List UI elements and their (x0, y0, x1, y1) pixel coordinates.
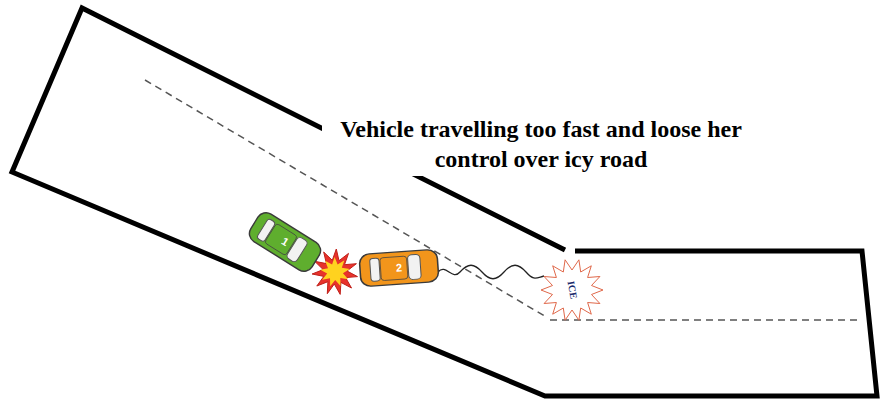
hazard-label: ICE (566, 280, 579, 299)
skid-mark (438, 265, 544, 279)
car-one: 1 (243, 206, 328, 278)
ice-patch: ICE (540, 258, 604, 322)
road-outline (12, 8, 877, 396)
callout-number: 2 (396, 262, 403, 273)
car-two: 2 (357, 246, 441, 290)
crash-burst-inner (320, 257, 350, 286)
lane-line (550, 319, 860, 321)
note-text: Vehicle travelling too fast and loose he… (322, 112, 760, 176)
